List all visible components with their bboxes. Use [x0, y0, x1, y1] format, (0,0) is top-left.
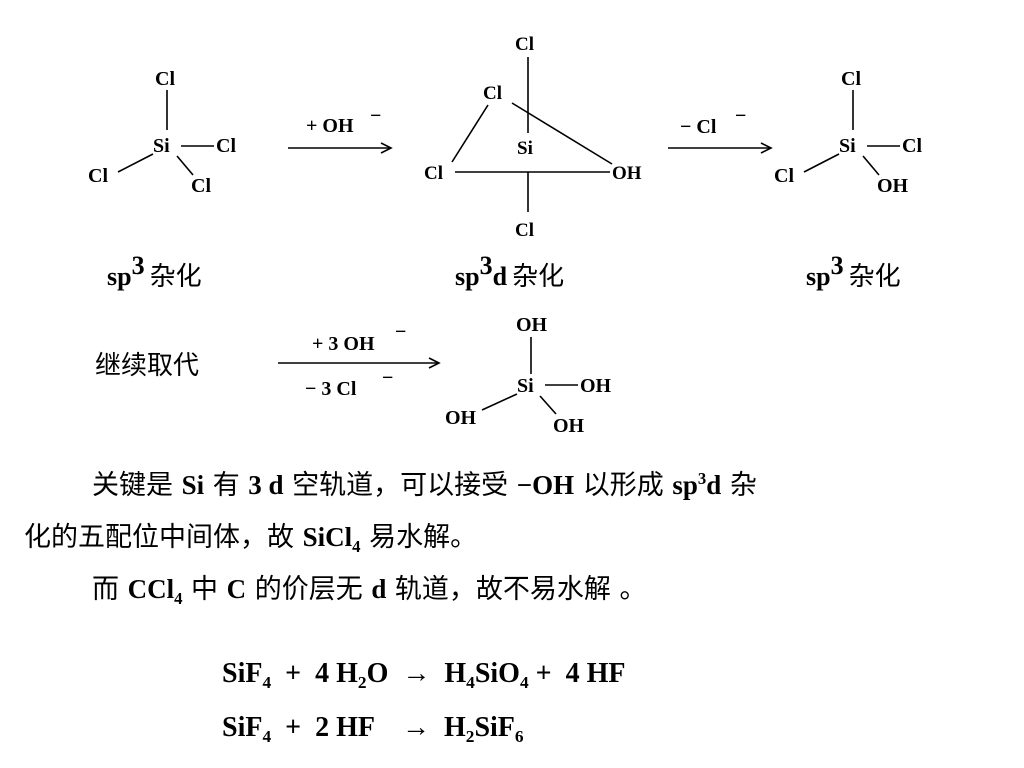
arrow-add-oh: + OH − [288, 105, 393, 154]
hybridization-label-2: sp3d 杂化 [455, 251, 564, 292]
charge-minus: − [395, 321, 406, 343]
reagent-3cl: − 3 Cl [305, 378, 357, 400]
arrow-head [380, 142, 393, 154]
silicic-acid-structure: OH Si OH OH OH [445, 314, 612, 437]
atom-oh-bottom: OH [553, 415, 585, 437]
atom-cl-top: Cl [841, 68, 861, 90]
reagent-3oh: + 3 OH [312, 333, 375, 355]
paragraph-3: 而 CCl4 中 C 的价层无 d 轨道，故不易水解 。 [92, 574, 647, 608]
reagent-cl: − Cl [680, 116, 717, 138]
atom-oh-right: OH [612, 163, 642, 184]
bond [539, 395, 557, 415]
atom-si: Si [153, 135, 170, 157]
sp3d-intermediate-structure: Cl Cl Si Cl OH Cl [424, 34, 642, 241]
sicl3oh-structure: Cl Si Cl Cl OH [774, 68, 922, 197]
atom-cl-left: Cl [424, 163, 443, 184]
arrow-head [428, 357, 441, 369]
atom-oh-left: OH [445, 407, 477, 429]
charge-minus: − [382, 367, 393, 389]
bond [803, 153, 840, 173]
atom-cl-top: Cl [515, 34, 534, 55]
atom-si: Si [839, 135, 856, 157]
reagent-oh: + OH [306, 115, 354, 137]
atom-cl-right: Cl [902, 135, 922, 157]
charge-minus: − [370, 105, 381, 127]
bond [862, 155, 880, 176]
atom-cl-left: Cl [88, 165, 108, 187]
reaction-diagram: Cl Si Cl Cl Cl + OH − Cl Cl Si Cl OH Cl … [88, 34, 922, 437]
arrow-right-icon: → [402, 658, 431, 689]
atom-oh-right: OH [580, 375, 612, 397]
equation-2: SiF4 + 2 HF → H2SiF6 [222, 712, 524, 747]
atom-si: Si [517, 138, 533, 159]
arrow-right-icon: → [401, 712, 430, 743]
bond-triangle-right [511, 102, 613, 165]
atom-oh-top: OH [516, 314, 548, 336]
atom-cl-right: Cl [216, 135, 236, 157]
charge-minus: − [735, 105, 746, 127]
atom-cl-left: Cl [774, 165, 794, 187]
sicl4-structure: Cl Si Cl Cl Cl [88, 68, 236, 197]
atom-cl-bottom: Cl [191, 175, 211, 197]
bond [117, 153, 154, 173]
atom-si: Si [517, 375, 534, 397]
paragraph-1: 关键是 Si 有 3 d 空轨道，可以接受 −OH 以形成 sp3d 杂 [92, 468, 757, 501]
arrow-continue: + 3 OH − − 3 Cl − [278, 321, 441, 400]
atom-oh-bottom: OH [877, 175, 909, 197]
atom-cl-top: Cl [155, 68, 175, 90]
atom-cl-bottom: Cl [515, 220, 534, 241]
hybridization-label-1: sp3 杂化 [107, 251, 202, 292]
continue-substitution-label: 继续取代 [95, 351, 199, 381]
bond [481, 393, 518, 411]
paragraph-2: 化的五配位中间体，故 SiCl4 易水解。 [24, 522, 478, 556]
bond-triangle-left [451, 104, 489, 163]
atom-cl-upper-left: Cl [483, 83, 502, 104]
equation-1: SiF4 + 4 H2O → H4SiO4 + 4 HF [222, 658, 626, 693]
arrow-head [760, 142, 773, 154]
hybridization-label-3: sp3 杂化 [806, 251, 901, 292]
bond [176, 155, 194, 176]
arrow-remove-cl: − Cl − [668, 105, 773, 154]
